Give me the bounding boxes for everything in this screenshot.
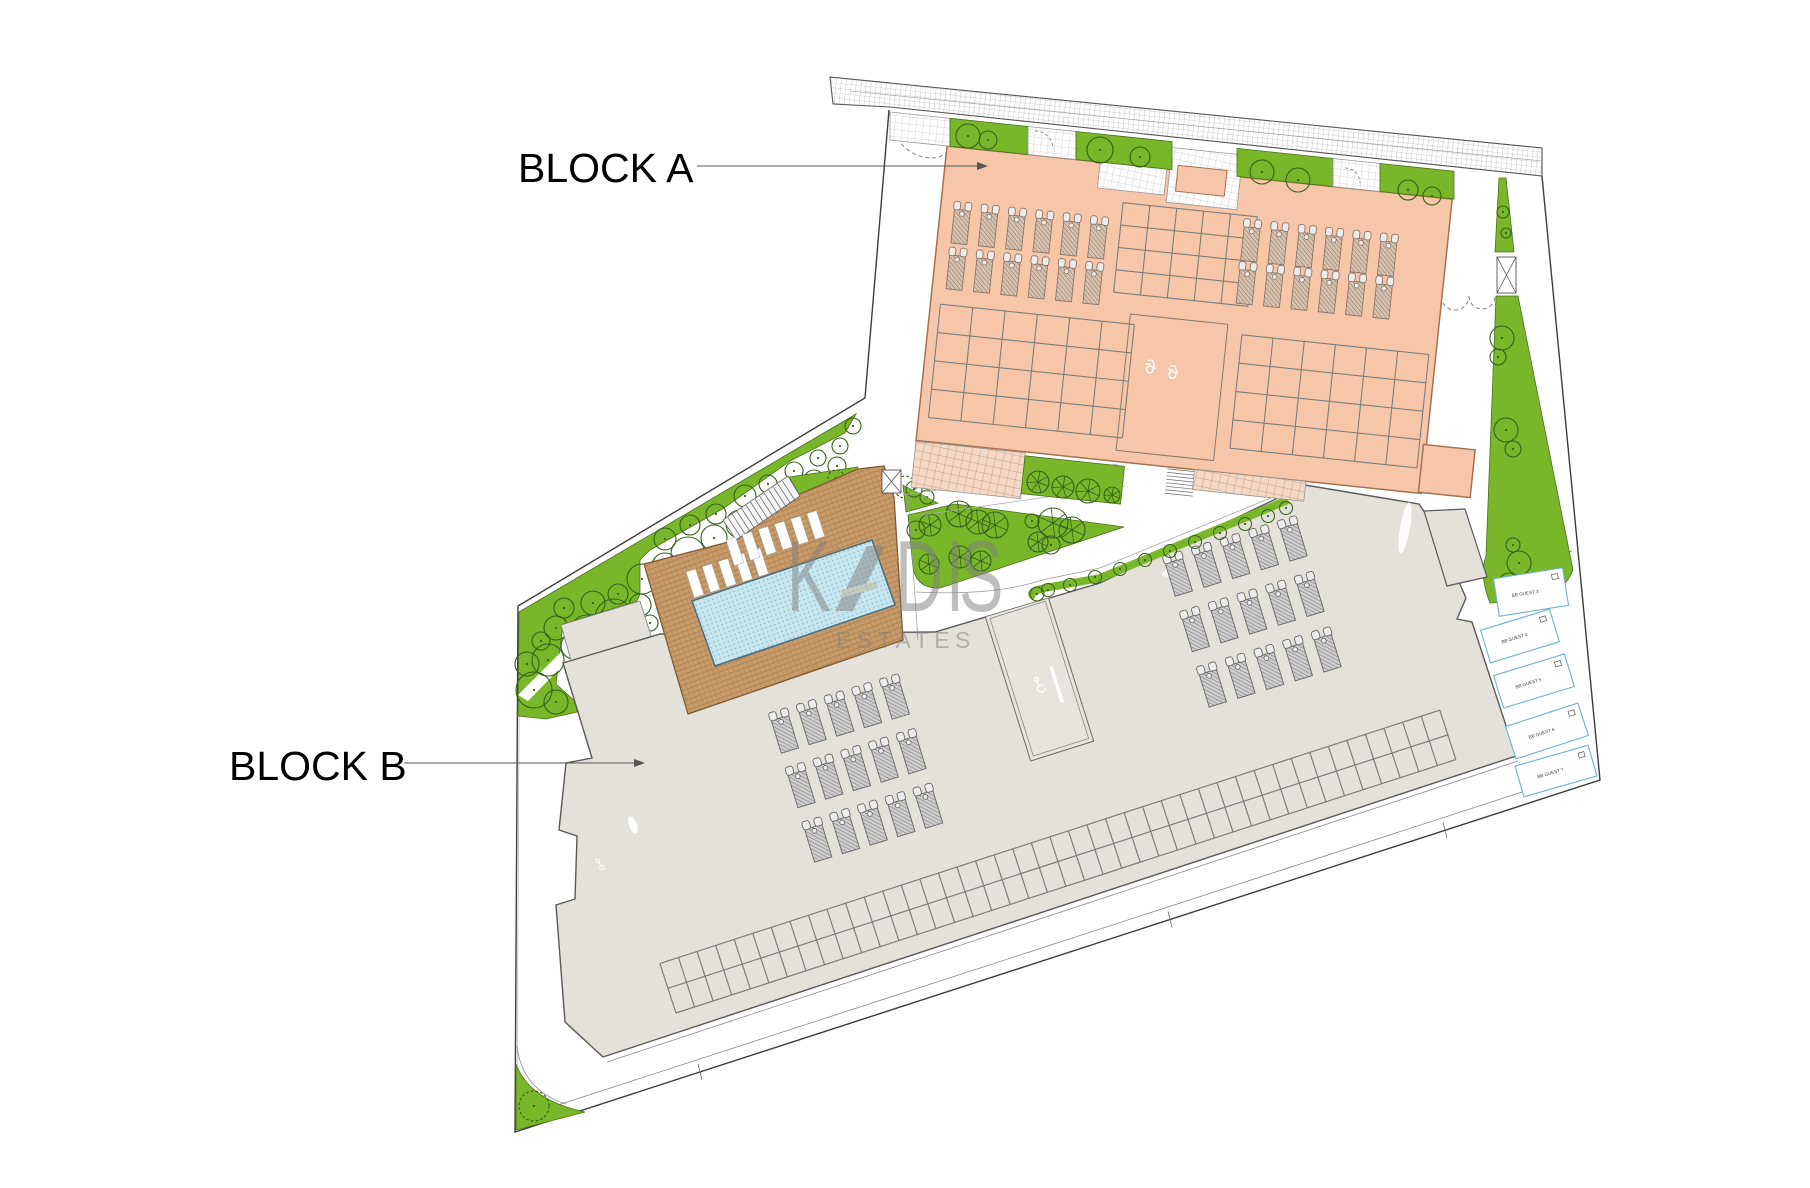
svg-text:BB GUEST 3: BB GUEST 3 — [1511, 589, 1539, 598]
svg-text:BLOCK B: BLOCK B — [229, 743, 407, 789]
svg-text:ESTATES: ESTATES — [836, 627, 976, 653]
svg-text:S: S — [959, 521, 1003, 633]
svg-text:D: D — [895, 521, 943, 633]
svg-text:I: I — [946, 521, 965, 633]
svg-text:K: K — [787, 521, 831, 633]
svg-text:BLOCK A: BLOCK A — [518, 145, 694, 191]
